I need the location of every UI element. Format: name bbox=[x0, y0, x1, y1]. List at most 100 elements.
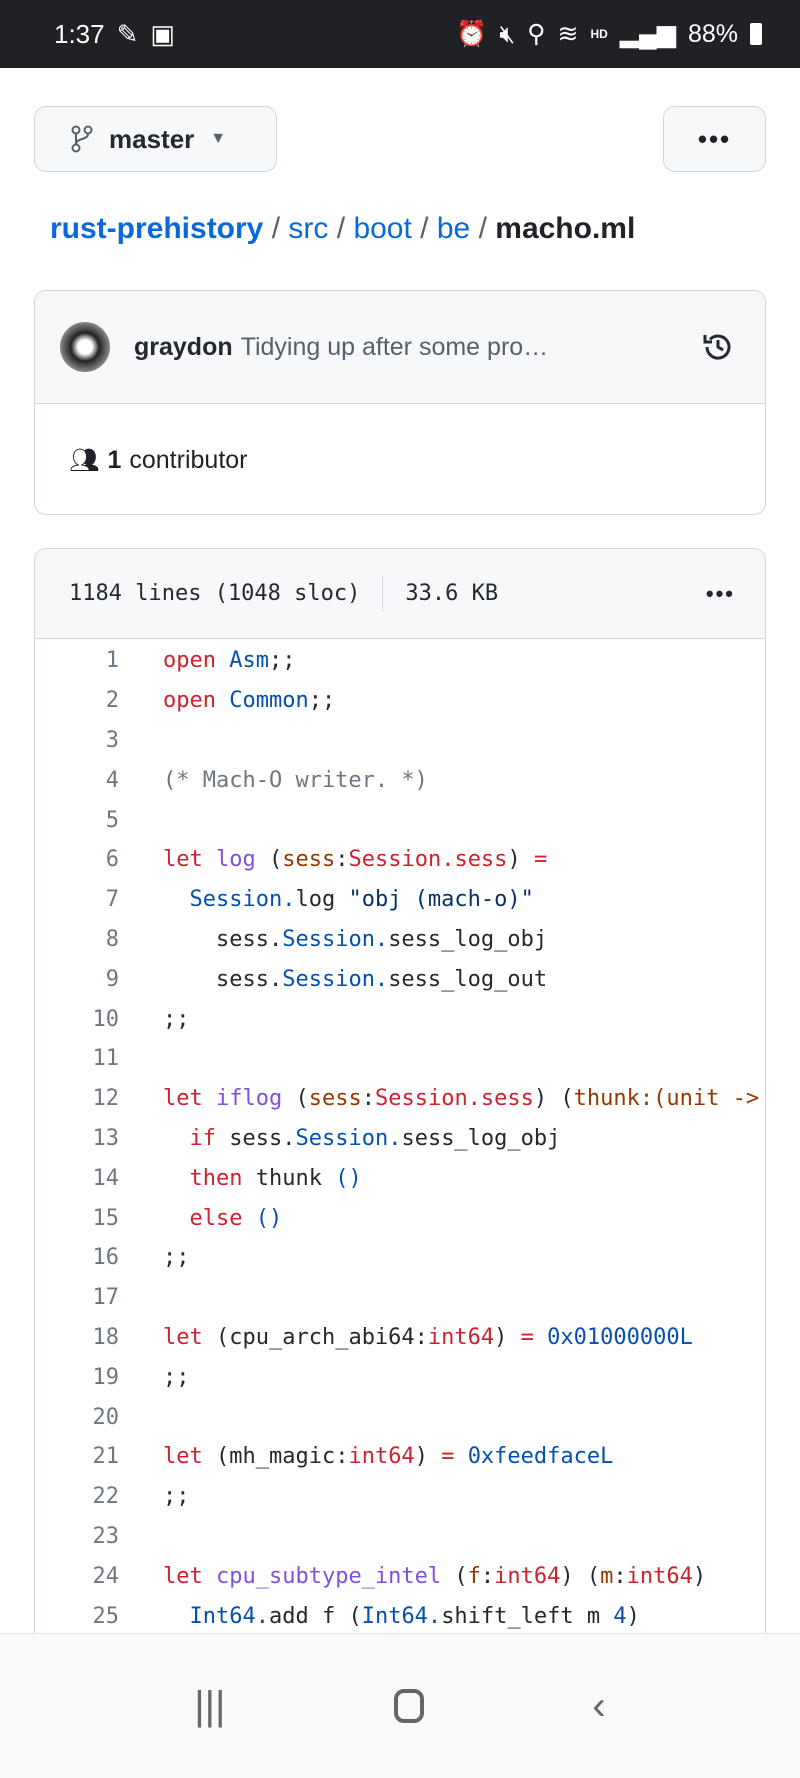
code-token: = bbox=[533, 847, 548, 873]
author-avatar[interactable] bbox=[60, 322, 110, 372]
breadcrumb-src[interactable]: src bbox=[288, 212, 329, 245]
breadcrumb-be[interactable]: be bbox=[436, 212, 471, 245]
branch-selector[interactable]: master ▼ bbox=[34, 106, 277, 172]
code-token: "obj (mach-o)" bbox=[348, 887, 534, 913]
code-token: ;; bbox=[268, 648, 296, 674]
code-token: let bbox=[163, 1324, 203, 1350]
code-line: 17 bbox=[35, 1278, 765, 1318]
line-number[interactable]: 23 bbox=[92, 1523, 120, 1549]
line-number[interactable]: 4 bbox=[105, 767, 119, 793]
code-token bbox=[203, 847, 216, 872]
more-options-button[interactable]: ••• bbox=[663, 106, 766, 172]
battery-level: 88% bbox=[687, 19, 738, 48]
code-token: thunk bbox=[242, 1165, 336, 1191]
line-number[interactable]: 12 bbox=[92, 1086, 120, 1112]
android-nav-bar: ||| ‹ bbox=[0, 1633, 800, 1778]
commit-message[interactable]: Tidying up after some pro… bbox=[240, 332, 549, 361]
line-number[interactable]: 2 bbox=[105, 688, 119, 714]
line-number[interactable]: 1 bbox=[105, 648, 119, 674]
code-token: iflog bbox=[216, 1086, 283, 1112]
code-token: Session.sess bbox=[374, 1086, 534, 1112]
breadcrumb-repo[interactable]: rust-prehistory bbox=[50, 212, 264, 245]
code-token bbox=[242, 1206, 255, 1231]
file-size: 33.6 KB bbox=[405, 581, 499, 606]
home-button[interactable] bbox=[393, 1689, 424, 1723]
line-number[interactable]: 21 bbox=[92, 1444, 120, 1470]
code-token: ) bbox=[626, 1603, 640, 1629]
code-token: ) ( bbox=[560, 1563, 601, 1589]
code-token: open bbox=[163, 688, 216, 714]
recent-apps-button[interactable]: ||| bbox=[194, 1683, 226, 1728]
line-number[interactable]: 18 bbox=[92, 1324, 120, 1350]
code-line: 22;; bbox=[35, 1477, 765, 1517]
line-number[interactable]: 11 bbox=[92, 1046, 120, 1072]
history-icon[interactable] bbox=[701, 330, 735, 364]
contributors-link[interactable]: 👥︎ 1 contributor bbox=[35, 404, 765, 514]
line-code: let log (sess:Session.sess) = bbox=[163, 847, 547, 872]
code-token: shift_left m bbox=[441, 1603, 614, 1629]
line-code: open Asm;; bbox=[163, 648, 295, 673]
line-number[interactable]: 8 bbox=[105, 926, 119, 952]
line-number[interactable]: 16 bbox=[92, 1245, 120, 1271]
line-number[interactable]: 10 bbox=[92, 1006, 120, 1032]
code-token: Session.sess bbox=[348, 847, 508, 873]
file-menu-button[interactable]: ••• bbox=[705, 580, 735, 606]
line-number[interactable]: 5 bbox=[105, 807, 119, 833]
code-token: : bbox=[361, 1086, 375, 1112]
line-number[interactable]: 13 bbox=[92, 1125, 120, 1151]
code-token: sess. bbox=[163, 966, 283, 992]
code-token: : bbox=[480, 1563, 495, 1589]
code-token: Session. bbox=[282, 926, 389, 952]
line-code: if sess.Session.sess_log_obj bbox=[163, 1126, 561, 1151]
code-token: thunk:(unit -> unit) bbox=[573, 1086, 760, 1112]
line-number[interactable]: 22 bbox=[92, 1484, 120, 1510]
code-token: add f ( bbox=[268, 1603, 362, 1629]
line-number[interactable]: 14 bbox=[92, 1165, 120, 1191]
breadcrumb-boot[interactable]: boot bbox=[353, 212, 412, 245]
alarm-icon: ⏰ bbox=[456, 19, 488, 48]
line-code: Session.log "obj (mach-o)" bbox=[163, 887, 534, 912]
line-number[interactable]: 17 bbox=[92, 1285, 120, 1311]
line-number[interactable]: 15 bbox=[92, 1205, 120, 1231]
back-button[interactable]: ‹ bbox=[592, 1683, 606, 1728]
line-number[interactable]: 25 bbox=[92, 1603, 120, 1629]
code-token: ;; bbox=[163, 1364, 190, 1390]
line-number[interactable]: 24 bbox=[92, 1563, 120, 1589]
code-token: sess_log_out bbox=[388, 966, 548, 992]
contributors-count: 1 bbox=[107, 445, 122, 474]
people-icon: 👥︎ bbox=[69, 446, 100, 474]
code-token: else bbox=[189, 1205, 243, 1231]
line-number[interactable]: 6 bbox=[105, 847, 119, 873]
breadcrumb-separator: / bbox=[478, 212, 487, 245]
git-branch-icon bbox=[71, 125, 93, 153]
line-number[interactable]: 20 bbox=[92, 1404, 120, 1430]
code-line: 14 then thunk () bbox=[35, 1158, 765, 1198]
code-line: 9 sess.Session.sess_log_out bbox=[35, 959, 765, 999]
code-token: sess. bbox=[163, 926, 283, 952]
breadcrumb: rust-prehistory / src / boot / be / mach… bbox=[50, 212, 635, 246]
line-number[interactable]: 19 bbox=[92, 1364, 120, 1390]
line-number[interactable]: 7 bbox=[105, 887, 119, 913]
code-token: 0xfeedfaceL bbox=[467, 1444, 614, 1470]
line-number[interactable]: 3 bbox=[105, 727, 119, 753]
line-code: ;; bbox=[163, 1484, 190, 1509]
code-token: () bbox=[255, 1205, 283, 1231]
code-token: open bbox=[163, 648, 216, 674]
code-token: log bbox=[295, 887, 349, 913]
commit-author[interactable]: graydon bbox=[134, 332, 233, 361]
line-code: let iflog (sess:Session.sess) (thunk:(un… bbox=[163, 1086, 765, 1111]
code-token: (* Mach-O writer. *) bbox=[163, 767, 428, 793]
code-token: 4 bbox=[613, 1603, 627, 1629]
line-number[interactable]: 9 bbox=[105, 966, 119, 992]
line-code: sess.Session.sess_log_obj bbox=[163, 927, 547, 952]
code-token: ( bbox=[441, 1563, 468, 1589]
battery-icon bbox=[750, 23, 762, 45]
code-token: : bbox=[335, 847, 349, 873]
code-line: 11 bbox=[35, 1039, 765, 1079]
code-token: : bbox=[613, 1563, 627, 1589]
code-token bbox=[163, 1166, 190, 1191]
code-token: Session. bbox=[282, 966, 389, 992]
